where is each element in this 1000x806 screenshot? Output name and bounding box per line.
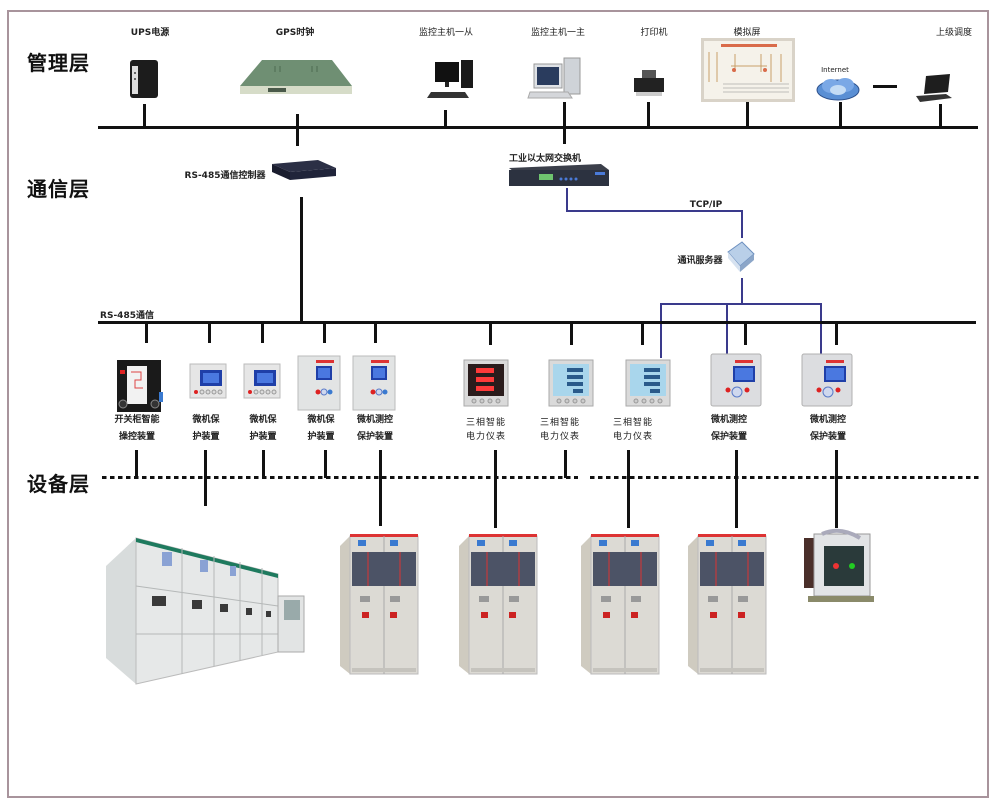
device-drop-1 bbox=[135, 450, 138, 478]
field-device-label: 微机测控保护装置 bbox=[356, 415, 394, 442]
field-device-label: 微机保护装置 bbox=[192, 415, 220, 442]
desktop-computer-icon bbox=[427, 58, 477, 100]
rs485-controller-icon bbox=[268, 160, 338, 184]
layer-title-communication: 通信层 bbox=[27, 177, 90, 201]
diagram-frame bbox=[7, 10, 989, 798]
device-bus-right bbox=[590, 476, 980, 479]
ethernet-drop-relay-10 bbox=[820, 303, 822, 355]
drop-internet bbox=[839, 102, 842, 128]
measurement-protection-relay-icon bbox=[710, 353, 762, 407]
rs485-bus bbox=[98, 321, 976, 324]
protection-relay-icon bbox=[297, 355, 341, 411]
field-device-label: 微机保护装置 bbox=[307, 415, 335, 442]
device-drop-2 bbox=[204, 450, 207, 506]
device-drop-6 bbox=[494, 450, 497, 528]
drop-field-1 bbox=[145, 323, 148, 343]
protection-relay-small-icon bbox=[243, 363, 281, 399]
rack-clock-icon bbox=[240, 58, 352, 98]
drop-field-4 bbox=[323, 323, 326, 343]
field-device-label: 微机测控保护装置 bbox=[710, 415, 748, 442]
device-drop-7 bbox=[564, 450, 567, 478]
drop-monitor-master bbox=[563, 102, 566, 128]
label-monitor-master: 监控主机一主 bbox=[530, 28, 586, 38]
device-drop-4 bbox=[324, 450, 327, 478]
drop-gps bbox=[296, 114, 299, 128]
device-drop-8 bbox=[627, 450, 630, 528]
ethernet-link-server bbox=[741, 210, 743, 238]
ups-icon bbox=[126, 58, 162, 100]
drop-field-7 bbox=[570, 323, 573, 345]
ethernet-switch-icon bbox=[509, 162, 609, 188]
ethernet-link-horizontal bbox=[566, 210, 742, 212]
drop-printer bbox=[647, 102, 650, 128]
ethernet-link-server-down bbox=[741, 278, 743, 303]
ethernet-branch bbox=[660, 303, 822, 305]
internet-link bbox=[873, 85, 897, 88]
drop-field-10 bbox=[835, 323, 838, 345]
management-bus bbox=[98, 126, 978, 129]
label-dispatch: 上级调度 bbox=[935, 28, 973, 38]
ring-main-unit-icon bbox=[688, 532, 768, 680]
label-ethernet-switch: 工业以太网交换机 bbox=[508, 154, 582, 164]
drop-mimic-panel bbox=[746, 102, 749, 128]
device-drop-10 bbox=[835, 450, 838, 528]
protection-relay-icon bbox=[352, 355, 396, 411]
label-ups: UPS电源 bbox=[130, 28, 170, 38]
device-bus-left bbox=[102, 476, 578, 479]
label-mimic-panel: 模拟屏 bbox=[733, 28, 761, 38]
link-gps-to-rs485-controller bbox=[296, 128, 299, 146]
power-meter-lcd-icon bbox=[625, 359, 671, 407]
drop-field-2 bbox=[208, 323, 211, 343]
layer-title-management: 管理层 bbox=[27, 51, 90, 75]
mimic-panel-icon bbox=[701, 38, 795, 102]
drop-field-5 bbox=[374, 323, 377, 343]
layer-title-device: 设备层 bbox=[27, 472, 90, 496]
switchgear-lineup-icon bbox=[106, 534, 306, 694]
ethernet-drop-relay-9 bbox=[726, 303, 728, 355]
printer-icon bbox=[632, 68, 666, 98]
label-tcpip: TCP/IP bbox=[689, 200, 723, 210]
drop-ups bbox=[143, 104, 146, 128]
drop-field-6 bbox=[489, 323, 492, 345]
device-drop-9 bbox=[735, 450, 738, 528]
device-drop-3 bbox=[262, 450, 265, 478]
label-rs485-controller: RS-485通信控制器 bbox=[184, 171, 266, 181]
label-comm-server: 通讯服务器 bbox=[677, 256, 723, 266]
link-controller-to-rs485-bus bbox=[300, 197, 303, 323]
label-rs485-bus: RS-485通信 bbox=[100, 311, 154, 321]
drop-field-3 bbox=[261, 323, 264, 343]
internet-cloud-icon bbox=[815, 76, 861, 102]
drop-field-8 bbox=[641, 323, 644, 345]
ring-main-unit-icon bbox=[581, 532, 661, 680]
smart-switchgear-controller-icon bbox=[115, 358, 163, 414]
label-internet: Internet bbox=[821, 66, 849, 74]
ethernet-link-switch bbox=[566, 188, 568, 211]
ring-main-unit-icon bbox=[340, 532, 420, 680]
power-meter-lcd-icon bbox=[548, 359, 594, 407]
field-device-label: 微机保护装置 bbox=[249, 415, 277, 442]
comm-server-icon bbox=[726, 241, 755, 272]
ethernet-drop-meter-3 bbox=[660, 303, 662, 358]
label-gps-clock: GPS时钟 bbox=[275, 28, 315, 38]
link-master-to-switch bbox=[563, 128, 566, 144]
laptop-icon bbox=[916, 74, 956, 102]
drop-dispatch bbox=[939, 104, 942, 128]
label-printer: 打印机 bbox=[640, 28, 668, 38]
drop-monitor-slave bbox=[444, 110, 447, 128]
vacuum-circuit-breaker-icon bbox=[800, 528, 876, 606]
power-meter-led-icon bbox=[463, 359, 509, 407]
protection-relay-small-icon bbox=[189, 363, 227, 399]
field-device-label: 三相智能电力仪表 bbox=[539, 418, 581, 442]
label-monitor-slave: 监控主机一从 bbox=[418, 28, 474, 38]
desktop-computer-icon bbox=[527, 56, 584, 100]
ring-main-unit-icon bbox=[459, 532, 539, 680]
field-device-label: 开关柜智能操控装置 bbox=[114, 415, 160, 442]
drop-field-9 bbox=[744, 323, 747, 345]
field-device-label: 三相智能电力仪表 bbox=[612, 418, 654, 442]
measurement-protection-relay-icon bbox=[801, 353, 853, 407]
field-device-label: 三相智能电力仪表 bbox=[465, 418, 507, 442]
field-device-label: 微机测控保护装置 bbox=[809, 415, 847, 442]
device-drop-5 bbox=[379, 450, 382, 526]
